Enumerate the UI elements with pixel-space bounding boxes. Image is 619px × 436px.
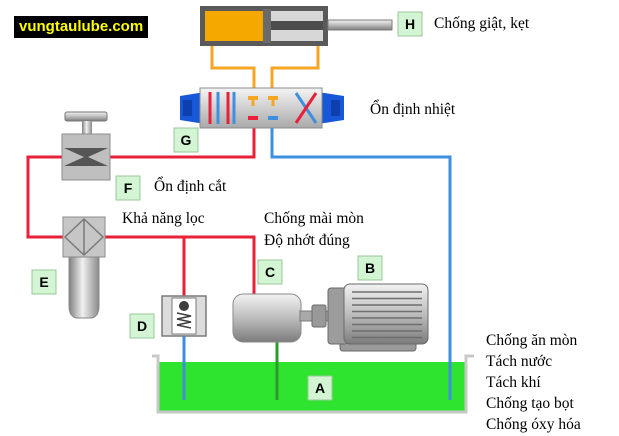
hydraulic-cylinder — [200, 6, 393, 46]
label-a-item: Chống tạo bọt — [486, 395, 574, 412]
return-lines — [182, 120, 452, 400]
label-c-line1: Chống mài mòn — [264, 210, 364, 227]
badge-d-text: D — [137, 318, 147, 334]
label-c-line2: Độ nhớt đúng — [264, 232, 350, 249]
label-a-list: Chống ăn mòn Tách nước Tách khí Chống tạ… — [486, 330, 581, 435]
pressure-line-main — [26, 120, 256, 295]
label-g: Ổn định nhiệt — [370, 101, 456, 118]
badge-a-text: A — [315, 380, 325, 396]
electric-motor — [327, 283, 429, 352]
badge-c: C — [257, 259, 283, 285]
badge-f: F — [115, 175, 141, 201]
badge-h-text: H — [405, 16, 415, 32]
label-h: Chống giật, kẹt — [434, 15, 530, 32]
badge-b-text: B — [365, 260, 375, 276]
pressure-lines — [26, 120, 256, 298]
label-a-item: Chống óxy hóa — [486, 416, 581, 433]
oil-filter — [62, 216, 106, 319]
hydraulic-pump — [232, 293, 331, 343]
cylinder-line-left — [210, 44, 256, 98]
badge-f-text: F — [124, 180, 133, 196]
label-e: Khả năng lọc — [122, 210, 205, 227]
badge-c-text: C — [265, 264, 275, 280]
label-a-item: Tách khí — [486, 374, 541, 391]
cylinder-line-right — [270, 44, 320, 98]
tank-outline — [152, 354, 474, 414]
badge-g-text: G — [181, 132, 192, 148]
label-a-item: Chống ăn mòn — [486, 332, 578, 349]
badge-e-text: E — [39, 274, 48, 290]
badge-b: B — [357, 255, 383, 281]
throttle-valve — [61, 111, 111, 181]
badge-d: D — [129, 313, 155, 339]
badge-e: E — [31, 269, 57, 295]
badge-g: G — [173, 127, 199, 153]
badge-a: A — [307, 375, 333, 401]
label-f: Ổn định cắt — [154, 178, 227, 195]
return-line-tank — [270, 120, 452, 400]
label-a-item: Tách nước — [486, 353, 553, 370]
badge-h: H — [397, 11, 423, 37]
brand-watermark: vungtaulube.com — [14, 16, 149, 38]
cylinder-lines — [210, 44, 320, 98]
directional-valve — [180, 87, 344, 129]
relief-valve — [161, 295, 207, 337]
